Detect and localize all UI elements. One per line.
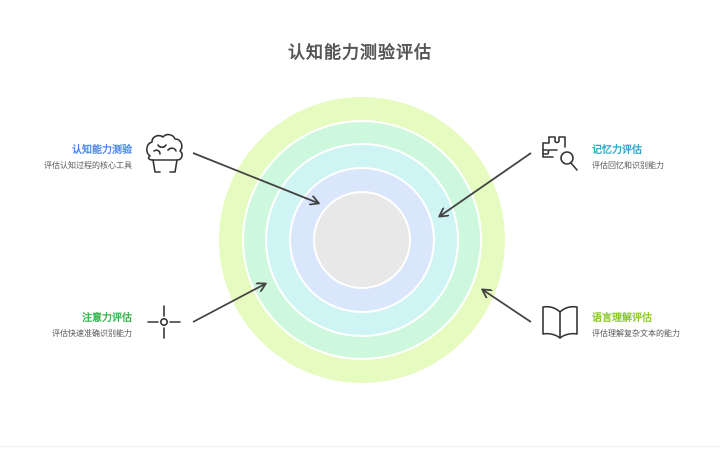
bottom-divider bbox=[0, 446, 720, 447]
open-book-icon bbox=[542, 305, 578, 339]
ring-core bbox=[313, 191, 411, 289]
label-attention: 注意力评估 bbox=[82, 313, 132, 324]
arrow-memory bbox=[440, 152, 532, 216]
arrow-cognitive bbox=[192, 152, 318, 203]
label-memory: 记忆力评估 bbox=[592, 145, 642, 156]
label-language: 语言理解评估 bbox=[592, 313, 652, 324]
puzzle-search-icon bbox=[542, 136, 578, 171]
desc-attention: 评估快速准确识别能力 bbox=[52, 329, 132, 338]
label-cognitive: 认知能力测验 bbox=[72, 145, 132, 156]
desc-language: 评估理解复杂文本的能力 bbox=[592, 329, 680, 338]
arrow-language bbox=[483, 290, 532, 323]
crosshair-icon bbox=[147, 305, 181, 339]
brain-icon bbox=[146, 133, 183, 173]
desc-cognitive: 评估认知过程的核心工具 bbox=[44, 161, 132, 170]
arrow-attention bbox=[192, 284, 265, 323]
concentric-rings bbox=[219, 97, 505, 383]
diagram-title: 认知能力测验评估 bbox=[288, 43, 432, 63]
desc-memory: 评估回忆和识别能力 bbox=[592, 161, 664, 170]
